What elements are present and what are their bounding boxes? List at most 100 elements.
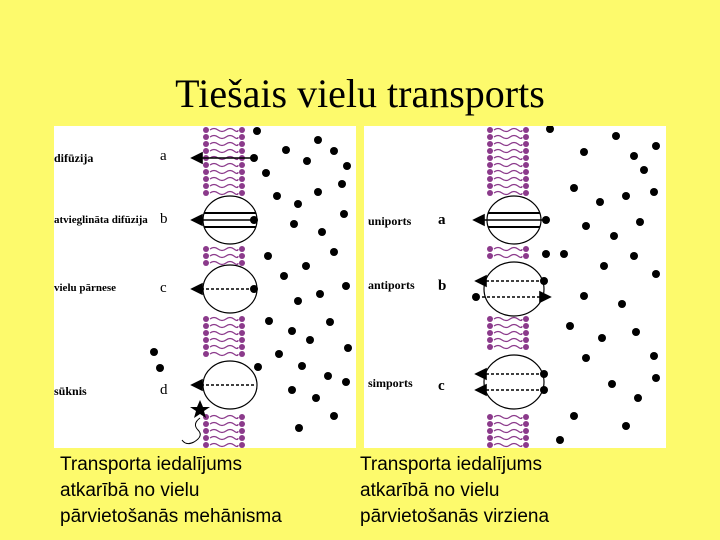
label-suknis: sūknis <box>54 384 87 398</box>
lipid-tail <box>209 141 239 147</box>
lipid-head <box>523 183 529 189</box>
lipid-tail <box>493 253 523 259</box>
lipid-head <box>523 442 529 448</box>
lipid-head <box>239 127 245 133</box>
lipid-head <box>523 141 529 147</box>
lipid-head <box>239 344 245 350</box>
page-title: Tiešais vielu transports <box>175 71 545 116</box>
lipid-head <box>487 155 493 161</box>
lipid-head <box>523 246 529 252</box>
lipid-head <box>523 337 529 343</box>
lipid-head <box>203 421 209 427</box>
lipid-head <box>203 169 209 175</box>
lipid-head <box>203 127 209 133</box>
lipid-head <box>239 414 245 420</box>
lipid-head <box>523 127 529 133</box>
lipid-head <box>487 316 493 322</box>
lipid-head <box>203 246 209 252</box>
lipid-bilayer-right <box>487 127 529 448</box>
letter-c: c <box>438 378 445 394</box>
molecules-right <box>472 126 660 444</box>
arrow-head <box>190 282 203 296</box>
lipid-head <box>239 190 245 196</box>
lipid-head <box>203 176 209 182</box>
lipid-head <box>523 344 529 350</box>
lipid-head <box>203 351 209 357</box>
lipid-head <box>523 134 529 140</box>
lipid-head <box>487 162 493 168</box>
lipid-head <box>239 176 245 182</box>
lipid-head <box>523 323 529 329</box>
lipid-head <box>203 442 209 448</box>
lipid-head <box>487 190 493 196</box>
caption-line: Transporta iedalījums <box>360 454 542 475</box>
letter-b: b <box>438 278 447 294</box>
lipid-tail <box>209 176 239 182</box>
lipid-tail <box>209 190 239 196</box>
lipid-head <box>487 176 493 182</box>
lipid-tail <box>209 162 239 168</box>
lipid-tail <box>493 134 523 140</box>
lipid-head <box>523 148 529 154</box>
membrane-diagram-right <box>472 126 660 448</box>
lipid-head <box>203 330 209 336</box>
lipid-head <box>487 337 493 343</box>
lipid-tail <box>493 316 523 322</box>
lipid-tail <box>493 337 523 343</box>
lipid-head <box>523 162 529 168</box>
lipid-head <box>523 169 529 175</box>
lipid-head <box>523 316 529 322</box>
letter-b: b <box>160 211 168 227</box>
atp-squiggle-icon <box>181 417 201 445</box>
label-uniports: uniports <box>368 214 412 228</box>
transport-direction-diagram: uniports a antiports b simports c <box>364 126 666 448</box>
arrow-head <box>190 378 203 392</box>
lipid-tail <box>493 435 523 441</box>
lipid-tail <box>209 337 239 343</box>
lipid-head <box>239 323 245 329</box>
lipid-tail <box>209 421 239 427</box>
lipid-tail <box>209 148 239 154</box>
lipid-head <box>523 176 529 182</box>
lipid-head <box>203 134 209 140</box>
lipid-tail <box>209 183 239 189</box>
lipid-tail <box>209 316 239 322</box>
lipid-tail <box>209 428 239 434</box>
lipid-head <box>239 246 245 252</box>
lipid-tail <box>209 414 239 420</box>
lipid-head <box>487 442 493 448</box>
lipid-head <box>487 428 493 434</box>
lipid-tail <box>493 428 523 434</box>
lipid-tail <box>493 162 523 168</box>
lipid-tail <box>493 330 523 336</box>
lipid-head <box>239 435 245 441</box>
lipid-head <box>203 183 209 189</box>
lipid-head <box>203 162 209 168</box>
lipid-tail <box>209 169 239 175</box>
label-vielu-parnese: vielu pārnese <box>54 282 117 294</box>
lipid-tail <box>493 421 523 427</box>
lipid-head <box>203 323 209 329</box>
lipid-head <box>523 330 529 336</box>
proteins-right <box>483 195 545 410</box>
caption-left: Transporta iedalījums atkarībā no vielu … <box>60 452 282 530</box>
arrows-left <box>190 151 254 392</box>
caption-line: pārvietošanās virziena <box>360 506 550 527</box>
lipid-tail <box>209 435 239 441</box>
lipid-head <box>239 148 245 154</box>
lipid-tail <box>493 323 523 329</box>
lipid-head <box>239 162 245 168</box>
lipid-tail <box>493 344 523 350</box>
lipid-head <box>487 330 493 336</box>
lipid-tail <box>493 141 523 147</box>
letter-a: a <box>160 148 167 164</box>
caption-line: atkarībā no vielu <box>360 480 500 501</box>
lipid-tail <box>493 176 523 182</box>
caption-line: pārvietošanās mehānisma <box>60 506 282 527</box>
lipid-head <box>203 260 209 266</box>
label-atvieglinata-difuzija: atvieglināta difūzija <box>54 214 148 226</box>
antiport-protein <box>483 261 545 317</box>
lipid-tail <box>493 127 523 133</box>
lipid-head <box>239 169 245 175</box>
lipid-tail <box>493 155 523 161</box>
